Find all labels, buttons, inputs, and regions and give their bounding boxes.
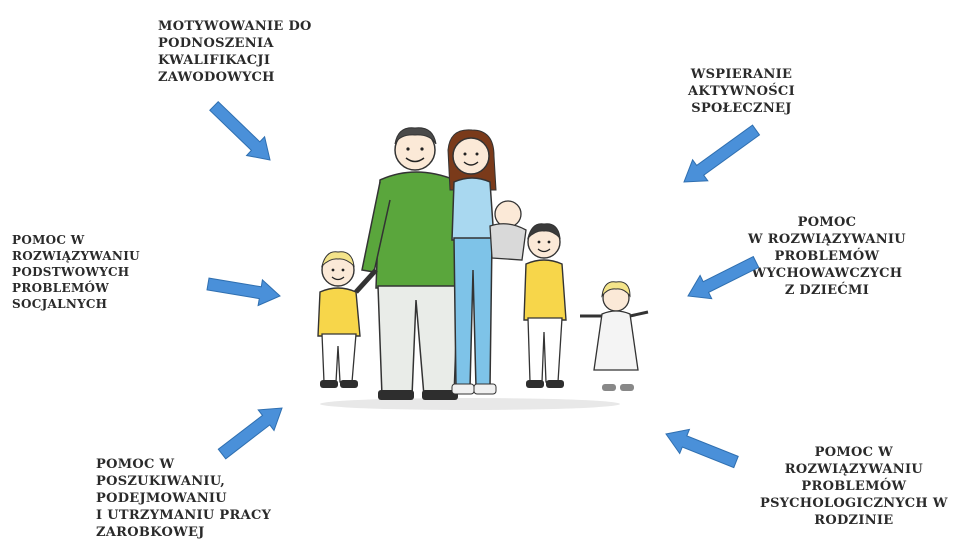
label-job-search: POMOC W POSZUKIWANIU, PODEJMOWANIU I UTR… (96, 457, 272, 540)
label-psychological-problems: POMOC W ROZWIĄZYWANIU PROBLEMÓW PSYCHOLO… (760, 445, 948, 528)
arrow-icon-top-right (683, 124, 761, 183)
father-figure (361, 127, 461, 400)
left-boy-figure (317, 251, 378, 388)
arrow-icon-bottom-left (217, 407, 283, 460)
arrow-icon-mid-left (206, 277, 281, 307)
label-motivation-qualifications: MOTYWOWANIE DO PODNOSZENIA KWALIFIKACJI … (158, 19, 312, 85)
label-parenting-problems: POMOC W ROZWIĄZYWANIU PROBLEMÓW WYCHOWAW… (748, 215, 906, 298)
right-boy-figure (523, 223, 567, 388)
arrows-group (206, 100, 761, 469)
girl-figure (580, 281, 649, 391)
label-basic-social-problems: POMOC W ROZWIĄZYWANIU PODSTWOWYCH PROBLE… (12, 233, 140, 311)
mother-figure (447, 129, 497, 395)
baby-figure (489, 200, 527, 261)
arrow-icon-bottom-right (665, 428, 739, 469)
label-social-activity: WSPIERANIE AKTYWNOŚCI SPOŁECZNEJ (688, 67, 795, 116)
arrow-icon-top-left (209, 100, 271, 161)
arrow-icon-mid-right (687, 255, 760, 300)
family-illustration (317, 127, 649, 410)
